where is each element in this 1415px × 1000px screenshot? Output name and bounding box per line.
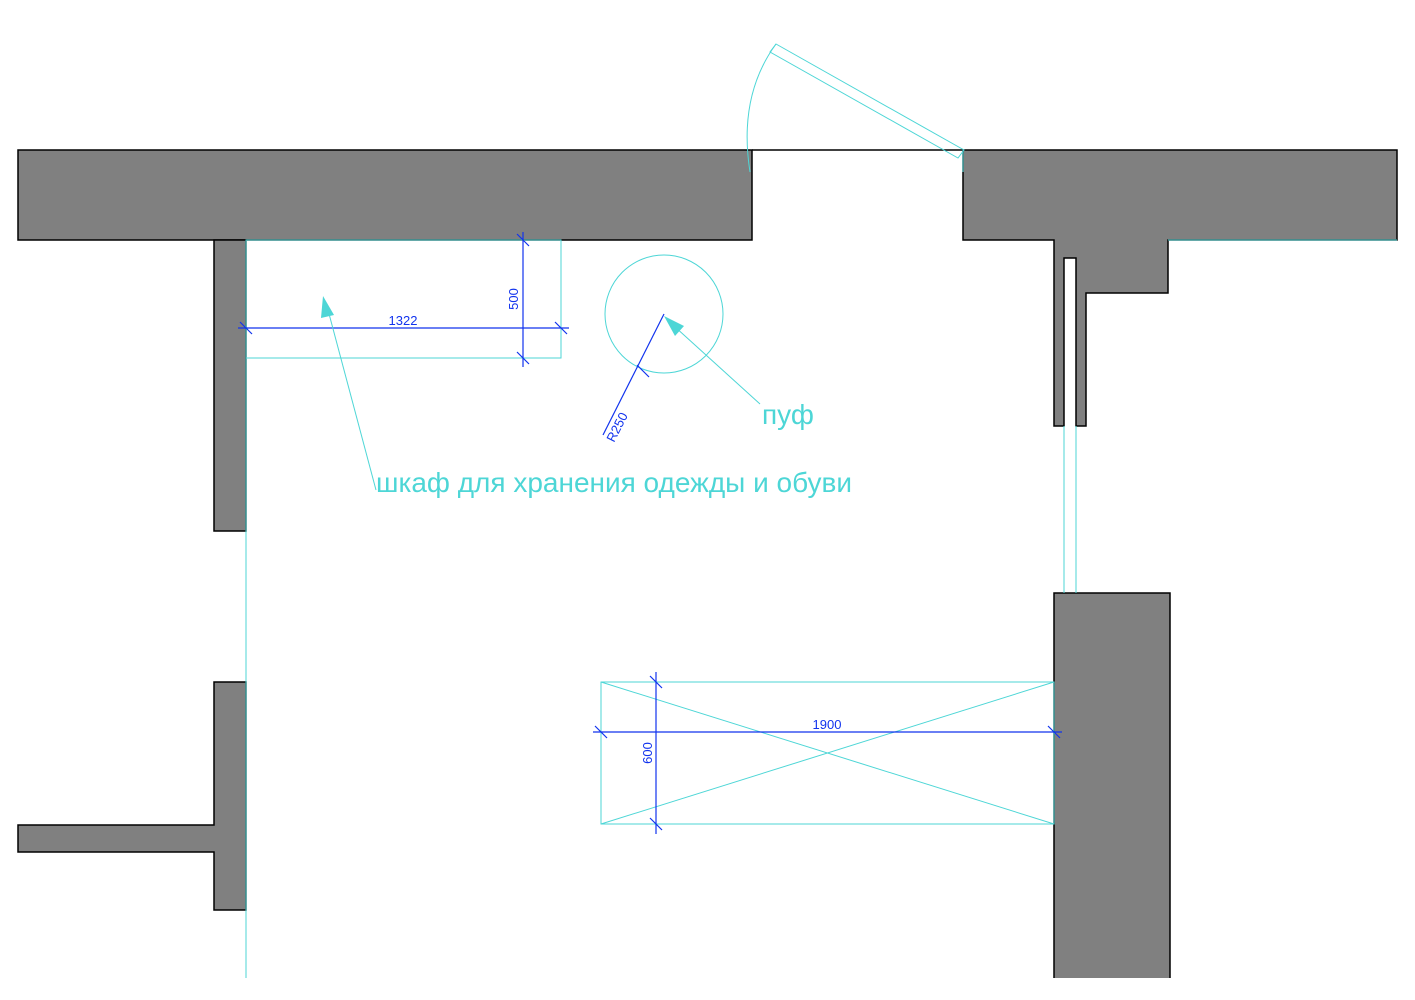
wardrobe-leader-arrow: [321, 296, 334, 318]
bench: 1900 600: [593, 672, 1062, 834]
pouf-leader-line: [673, 325, 761, 405]
bench-length-tick-left: [594, 725, 608, 739]
wardrobe-length-tick-right: [554, 321, 568, 335]
wardrobe: 1322 500 шкаф для хранения одежды и обув…: [238, 232, 852, 498]
bench-depth-label: 600: [640, 742, 655, 764]
opening-lines: [245, 239, 1397, 978]
bench-depth-tick-top: [649, 675, 663, 689]
bench-length-tick-right: [1047, 725, 1061, 739]
wardrobe-outline: [245, 239, 562, 359]
wardrobe-leader-line: [327, 309, 377, 491]
pouf-radius-line: [602, 313, 665, 436]
wardrobe-depth-tick-top: [516, 233, 530, 247]
top-right-wall: [962, 149, 1398, 427]
left-wall-lower: [17, 681, 247, 911]
wardrobe-length-tick-left: [239, 321, 253, 335]
bench-diagonal-b: [600, 681, 1055, 825]
pouf-label: пуф: [762, 399, 814, 430]
pouf-circle: [604, 254, 724, 374]
door: [746, 43, 965, 173]
right-wall-lower: [1054, 593, 1170, 978]
pouf-leader-arrow: [664, 316, 684, 336]
top-left-wall: [17, 149, 753, 241]
bench-length-label: 1900: [813, 717, 842, 732]
wardrobe-label: шкаф для хранения одежды и обуви: [376, 467, 852, 498]
door-swing-arc: [746, 43, 777, 173]
pouf: R250 пуф: [602, 254, 814, 444]
door-leaf: [769, 43, 965, 159]
wardrobe-length-label: 1322: [389, 313, 418, 328]
wardrobe-depth-label: 500: [506, 288, 521, 310]
pouf-radius-tick: [636, 364, 650, 378]
wardrobe-depth-tick-bottom: [516, 351, 530, 365]
bench-depth-tick-bottom: [649, 817, 663, 831]
left-wall-upper: [213, 239, 247, 532]
bench-outline: [600, 681, 1055, 825]
